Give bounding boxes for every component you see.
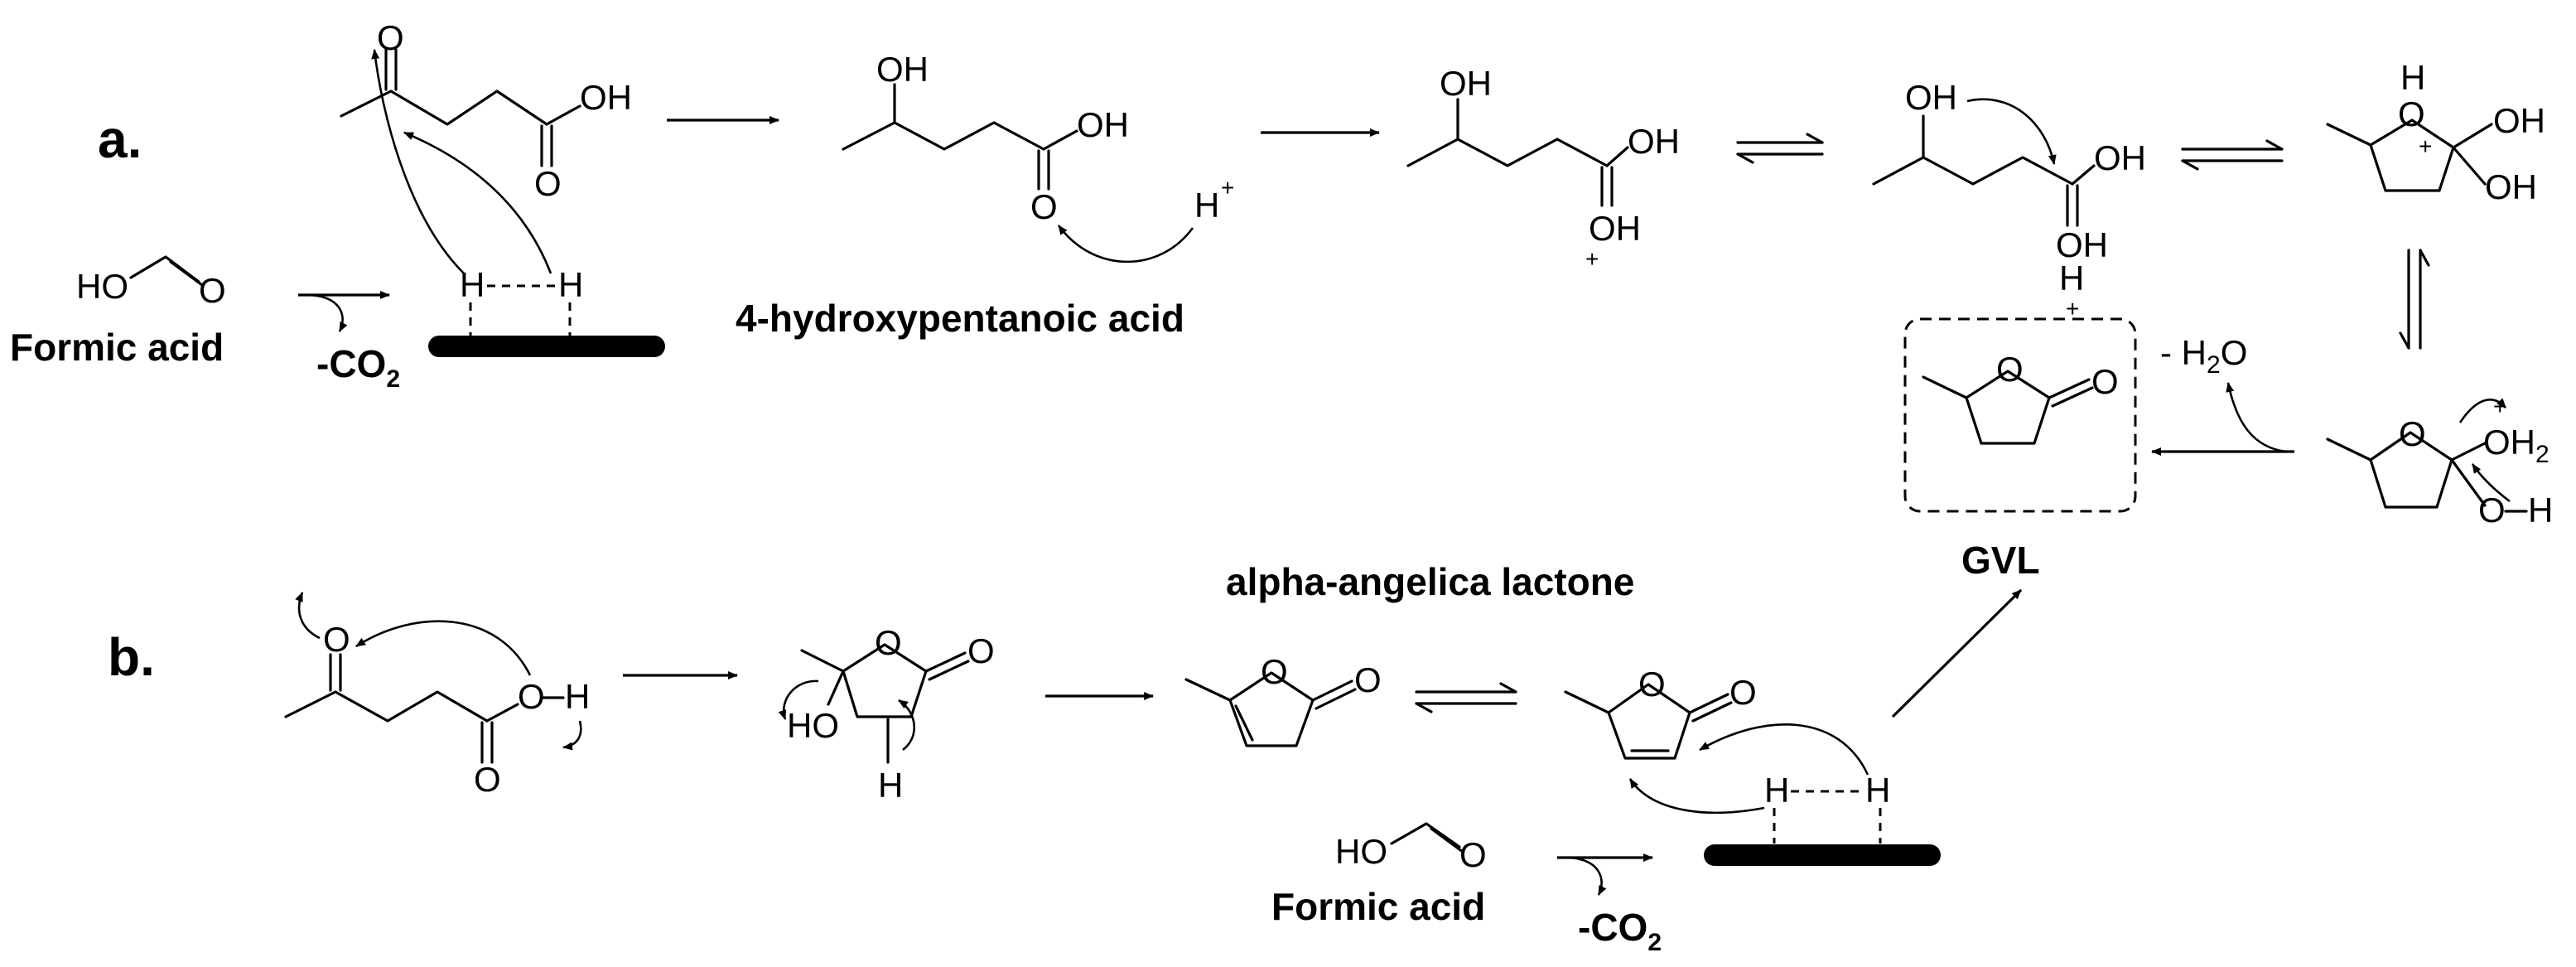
- alpha-angelica-lactone: O O alpha-angelica lactone: [1184, 560, 1634, 747]
- surface-h-right: H: [558, 265, 583, 304]
- levulinic-acid-a: O OH O: [340, 18, 632, 203]
- pa-oh-right: OH: [1628, 122, 1680, 161]
- b-carbonyl-o: O: [474, 760, 501, 799]
- b-ketone-o: O: [323, 620, 350, 659]
- formic-acid-b: HO O Formic acid: [1271, 822, 1487, 928]
- pa-oh-top: OH: [1440, 64, 1492, 103]
- hpa-oh-top: OH: [876, 50, 929, 89]
- gvl-product: O O GVL: [1903, 317, 2137, 582]
- hl-ho: HO: [787, 706, 839, 745]
- equilibrium-vertical: [2399, 249, 2430, 350]
- levulinic-acid-b: O O H O: [284, 592, 590, 799]
- pb-oh-bottom: OH: [2056, 225, 2108, 264]
- hl-h: H: [878, 766, 903, 805]
- b-surface-h-left: H: [1764, 771, 1789, 810]
- catalyst-surface-b: H H: [1628, 723, 1941, 866]
- equilibrium-a3: [1736, 133, 1824, 164]
- panel-b-label: b.: [108, 627, 155, 687]
- gvl-carbonyl-o: O: [2091, 362, 2119, 401]
- proton-plus: +: [1221, 175, 1234, 201]
- hk-o-h: O: [2478, 491, 2506, 529]
- pa-plus: +: [1585, 246, 1599, 272]
- pa-oh-bottom: OH: [1589, 209, 1641, 248]
- hl-ring-o: O: [875, 623, 902, 662]
- ox-o: O: [2398, 94, 2425, 133]
- ox-h: H: [2400, 58, 2425, 97]
- hk-oh2: OH2: [2483, 423, 2549, 468]
- water-label: - H2O: [2160, 333, 2247, 379]
- bal-carbonyl-o: O: [1729, 673, 1757, 712]
- ox-plus: +: [2419, 133, 2432, 159]
- catalyst-surface-a: H H: [371, 49, 665, 357]
- pb-oh-right: OH: [2094, 138, 2146, 177]
- hpa-carbonyl-o: O: [1030, 187, 1058, 226]
- formic-acid-a: HO O Formic acid: [10, 255, 226, 369]
- ketone-oxygen: O: [377, 18, 404, 57]
- b-surface-h-right: H: [1865, 771, 1890, 810]
- angelica-label: alpha-angelica lactone: [1226, 560, 1634, 603]
- protonated-hemiketal: O OH2 + O H: [2326, 394, 2553, 529]
- b-acid-h: H: [565, 677, 590, 716]
- formic-o: O: [199, 271, 226, 310]
- b-formic-ho: HO: [1335, 832, 1387, 871]
- acid-oh: OH: [580, 78, 632, 117]
- aal-ring-o: O: [1261, 652, 1288, 691]
- proton-h: H: [1194, 186, 1219, 225]
- equilibrium-a4: [2181, 139, 2284, 171]
- protonated-acid-attack: OH OH OH H +: [1872, 78, 2146, 322]
- hl-carbonyl-o: O: [967, 631, 995, 670]
- hydroxy-lactone: O O HO H: [778, 623, 995, 805]
- acid-carbonyl-o: O: [534, 164, 562, 203]
- co2-label: -CO2: [316, 342, 400, 393]
- b-acid-o: O: [518, 677, 545, 716]
- surface-h-left: H: [460, 265, 485, 304]
- gvl-ring-o: O: [1996, 350, 2024, 389]
- pb-oh-top: OH: [1905, 78, 1957, 117]
- hydroxypentanoic-acid: OH OH O H + 4-hydroxypentanoic acid: [736, 50, 1234, 340]
- ox-oh-2: OH: [2485, 167, 2537, 206]
- hk-h: H: [2528, 491, 2553, 529]
- beta-angelica-lactone: O O: [1564, 665, 1757, 760]
- panel-a-label: a.: [98, 109, 142, 169]
- aal-carbonyl-o: O: [1354, 660, 1382, 699]
- hydroxypentanoic-label: 4-hydroxypentanoic acid: [736, 297, 1184, 340]
- formic-ho: HO: [76, 267, 128, 306]
- arrow-b-to-gvl: [1891, 588, 2023, 718]
- b-formic-o: O: [1459, 835, 1487, 874]
- pb-plus: +: [2066, 296, 2079, 322]
- bal-ring-o: O: [1638, 665, 1666, 703]
- co2-release-a: -CO2: [298, 291, 400, 393]
- hpa-acid-oh: OH: [1077, 105, 1129, 144]
- formic-acid-label: Formic acid: [10, 326, 224, 369]
- ox-oh-1: OH: [2493, 101, 2545, 140]
- cyclic-oxonium: O H + OH OH: [2326, 58, 2545, 206]
- b-formic-acid-label: Formic acid: [1271, 885, 1485, 928]
- co2-release-b: -CO2: [1557, 853, 1662, 956]
- b-co2-label: -CO2: [1578, 906, 1662, 956]
- hk-o: O: [2399, 414, 2426, 453]
- water-loss-arrow: [2226, 382, 2287, 453]
- protonated-acid: OH OH OH +: [1406, 64, 1680, 272]
- gvl-label: GVL: [1961, 539, 2040, 582]
- pb-h-bottom: H: [2059, 259, 2084, 297]
- equilibrium-b3: [1415, 682, 1517, 713]
